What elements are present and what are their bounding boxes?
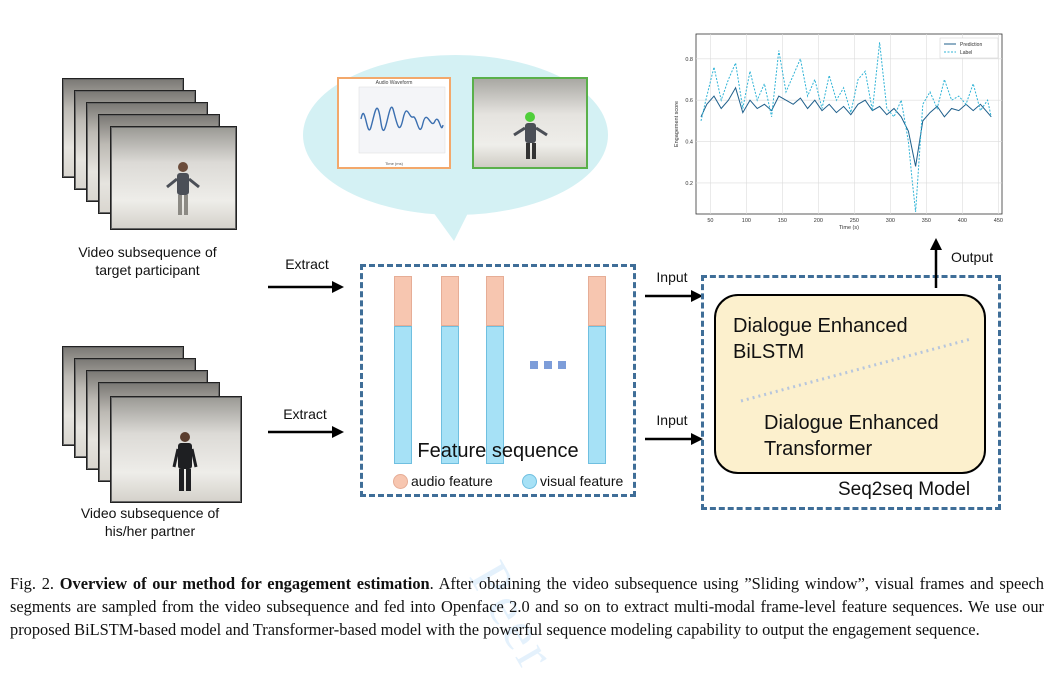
waveform-title: Audio Waveform: [375, 80, 413, 86]
x-tick-label: 50: [707, 218, 713, 224]
visual-segment: [394, 326, 412, 464]
x-tick-label: 450: [994, 218, 1003, 224]
output-arrow: [930, 238, 942, 288]
bilstm-title-line1: Dialogue Enhanced: [733, 315, 908, 337]
target-label-line2: target participant: [95, 262, 200, 278]
visual-segment: [486, 326, 504, 464]
transformer-title-line1: Dialogue Enhanced: [764, 412, 939, 434]
input-label-top: Input: [656, 269, 688, 285]
bilstm-title-line2: BiLSTM: [733, 341, 805, 363]
visual-legend-dot: [522, 474, 537, 489]
x-axis-label: Time (s): [839, 225, 859, 231]
feature-bar: [588, 276, 606, 464]
partner-label-line1: Video subsequence of: [80, 505, 220, 521]
y-tick-label: 0.4: [685, 140, 693, 146]
waveform-xlabel: Time (ms): [385, 161, 403, 166]
audio-legend-label: audio feature: [411, 473, 493, 489]
target-frame-stack: [62, 78, 242, 238]
x-tick-label: 400: [958, 218, 967, 224]
figure-caption: Fig. 2. Overview of our method for engag…: [10, 572, 1044, 641]
input-label-bottom: Input: [656, 412, 688, 428]
extract-arrow-bottom: [268, 426, 344, 438]
extract-arrow-top: [268, 281, 344, 293]
model-divider: [740, 337, 972, 403]
participant-figure: [166, 162, 200, 215]
x-tick-label: 250: [850, 218, 859, 224]
face-landmark-frame: [472, 77, 588, 169]
legend-box: [939, 37, 999, 59]
seq2seq-model-label: Seq2seq Model: [838, 479, 971, 500]
x-tick-label: 350: [922, 218, 931, 224]
video-frame-front: [110, 126, 237, 230]
feature-bar: [486, 276, 504, 464]
video-frame-front: [110, 396, 242, 503]
series-line-prediction: [700, 86, 992, 167]
audio-segment: [394, 276, 412, 326]
y-tick-label: 0.8: [685, 57, 693, 63]
extract-label-bottom: Extract: [283, 406, 327, 422]
visual-segment: [588, 326, 606, 464]
ellipsis-dots: [530, 356, 572, 374]
transformer-title-line2: Transformer: [764, 438, 873, 460]
x-tick-label: 100: [742, 218, 751, 224]
plot-area: [695, 33, 1003, 215]
y-tick-label: 0.2: [685, 181, 693, 187]
caption-fig-number: Fig. 2.: [10, 574, 55, 593]
seq2seq-model-box: [701, 275, 1001, 510]
audio-legend-dot: [393, 474, 408, 489]
partner-frame-stack: [62, 346, 252, 506]
audio-segment: [588, 276, 606, 326]
x-tick-label: 150: [778, 218, 787, 224]
visual-segment: [441, 326, 459, 464]
feature-bar: [441, 276, 459, 464]
feature-sequence-title: Feature sequence: [417, 440, 579, 462]
legend-label: Label: [960, 50, 972, 56]
input-arrow-bottom: [645, 433, 703, 445]
input-arrow-top: [645, 290, 703, 302]
partner-figure: [172, 432, 198, 491]
landmark-figure: [513, 112, 548, 159]
legend-label: Prediction: [960, 42, 982, 48]
audio-segment: [486, 276, 504, 326]
y-axis-label: Engagement score: [674, 101, 680, 147]
audio-segment: [441, 276, 459, 326]
visual-legend-label: visual feature: [540, 473, 624, 489]
model-block: [714, 294, 986, 474]
feature-bar: [394, 276, 412, 464]
partner-label-line2: his/her partner: [104, 523, 196, 539]
output-label: Output: [950, 249, 994, 265]
engagement-chart: 50 100 150 200 250 300 350 400 450 0.2 0.4 0.6 0.8 Pr…: [674, 33, 1003, 231]
bubble-tail: [428, 205, 472, 241]
waveform-svg: [358, 86, 446, 154]
caption-body: . After obtaining the video subsequence …: [10, 574, 1044, 639]
y-tick-label: 0.6: [685, 98, 693, 104]
target-label-line1: Video subsequence of: [78, 244, 217, 260]
x-tick-label: 200: [814, 218, 823, 224]
extract-label-top: Extract: [285, 256, 329, 272]
x-tick-label: 300: [886, 218, 895, 224]
audio-waveform-plot: Audio Waveform Time (ms): [337, 77, 451, 169]
caption-bold-title: Overview of our method for engagement es…: [59, 574, 430, 593]
feature-sequence-box: [360, 264, 636, 497]
